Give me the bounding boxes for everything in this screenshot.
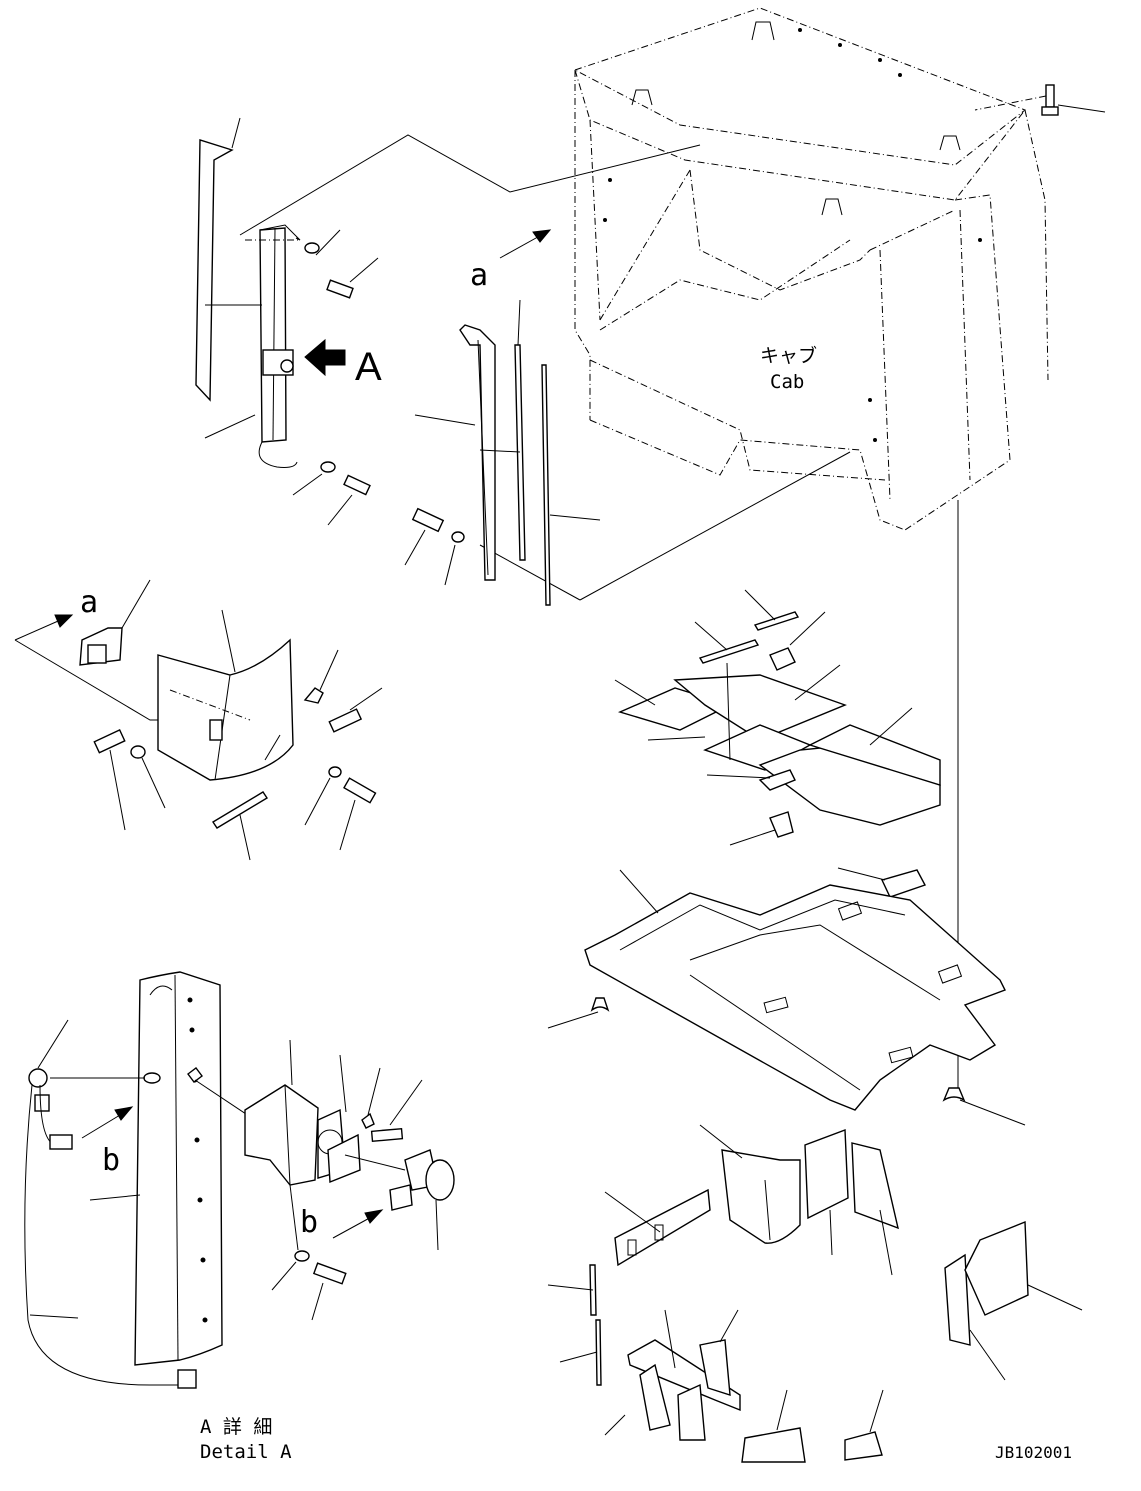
view-b-label-left: b (102, 1143, 120, 1178)
cab-bolt (974, 84, 1106, 116)
side-cover-assembly: a (14, 579, 383, 861)
detail-arrow-label: A (355, 345, 382, 389)
rear-post-assembly (404, 299, 601, 606)
view-a-label-left: a (80, 585, 98, 620)
floor-mat-assembly (614, 589, 941, 898)
view-b-label-mid: b (300, 1205, 318, 1240)
front-post-assembly: A (195, 117, 382, 526)
detail-label-jp: A 詳 細 (200, 1416, 272, 1438)
detail-a: b b A 詳 細 Det (24, 971, 455, 1463)
floor-plate-assembly (547, 869, 1026, 1126)
drawing-code: JB102001 (995, 1443, 1072, 1462)
cab-label-en: Cab (770, 371, 804, 393)
switch-part (344, 1149, 455, 1251)
view-arrow-a-top: a (470, 229, 552, 293)
detail-label-en: Detail A (200, 1441, 292, 1463)
trim-panels (547, 1124, 1083, 1463)
view-a-label-top: a (470, 258, 488, 293)
cab-assembly: キャブ Cab (573, 7, 1106, 1090)
cab-label-jp: キャブ (760, 344, 817, 367)
